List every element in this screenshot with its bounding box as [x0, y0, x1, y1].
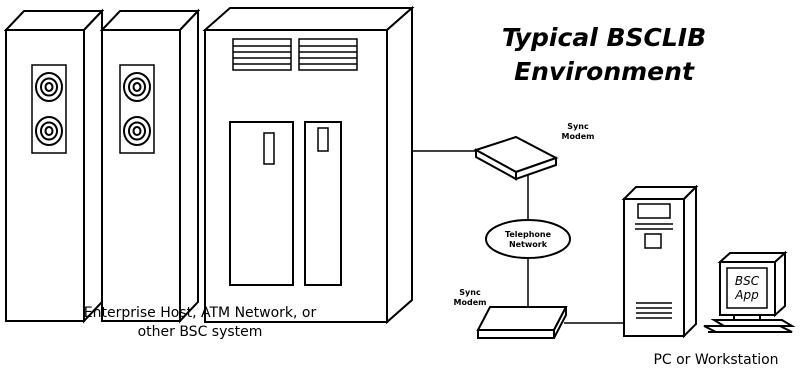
monitor — [703, 250, 796, 333]
sync-modem-top-label-1: Sync — [567, 122, 589, 131]
vent-grille-left — [232, 38, 292, 71]
title-line-1: Typical BSCLIB — [502, 23, 706, 52]
telephone-network-cloud: Telephone Network — [485, 219, 571, 259]
pc-caption: PC or Workstation — [653, 352, 778, 368]
host-caption-line-2: other BSC system — [138, 324, 263, 340]
sync-modem-bottom-label-1: Sync — [459, 288, 481, 297]
host-cabinet-1 — [3, 8, 105, 324]
host-caption-line-1: Enterprise Host, ATM Network, or — [84, 305, 317, 321]
monitor-screen — [726, 267, 768, 309]
connection-lines — [412, 150, 624, 324]
host-cabinet-2 — [99, 8, 201, 324]
monitor-screen-text-2: App — [734, 288, 759, 302]
monitor-screen-text-1: BSC — [735, 274, 760, 288]
diagram-title: Typical BSCLIB Environment — [502, 23, 706, 86]
cabinet-door-left — [229, 121, 294, 286]
telephone-network-label-1: Telephone — [505, 230, 552, 239]
sync-modem-top — [473, 135, 559, 181]
pc-tower — [621, 184, 699, 339]
host-main-cabinet — [202, 5, 415, 325]
sync-modem-top-label-2: Modem — [562, 132, 595, 141]
title-line-2: Environment — [514, 57, 695, 86]
vent-grille-right — [298, 38, 358, 71]
telephone-network-label-2: Network — [509, 240, 548, 249]
sync-modem-bottom — [476, 306, 568, 339]
sync-modem-bottom-label-2: Modem — [454, 298, 487, 307]
